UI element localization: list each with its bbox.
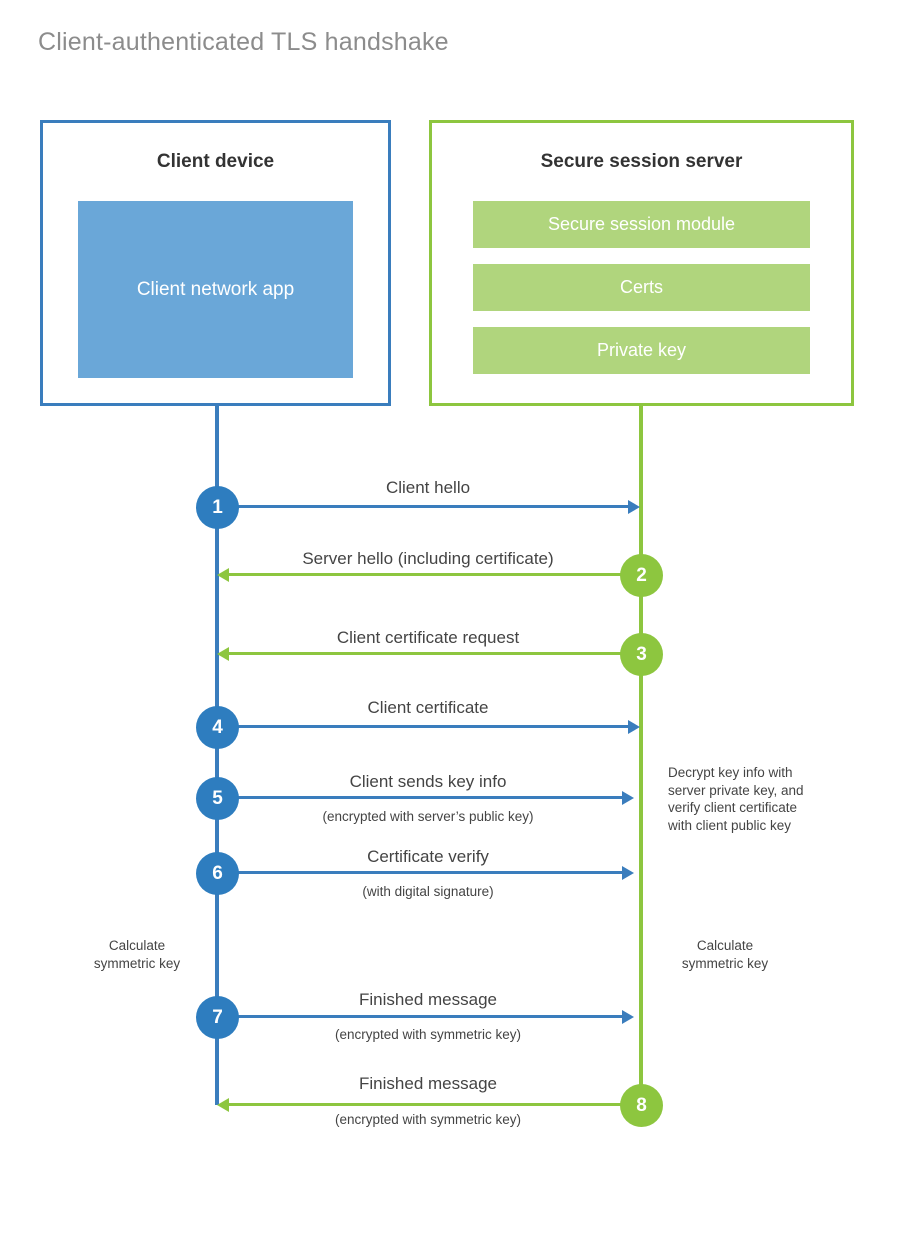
- client-network-app-block: Client network app: [78, 201, 353, 378]
- server-component-certs: Certs: [473, 264, 810, 311]
- step-8-marker[interactable]: 8: [620, 1084, 663, 1127]
- step-1-marker[interactable]: 1: [196, 486, 239, 529]
- step-5-label: Client sends key info: [349, 772, 507, 791]
- step-7-label: Finished message: [359, 990, 497, 1009]
- step-2-marker[interactable]: 2: [620, 554, 663, 597]
- step-4-arrow: [217, 719, 640, 734]
- step-1-arrow: [217, 499, 640, 514]
- step-6-sublabel: (with digital signature): [362, 884, 494, 899]
- step-2-arrow: [217, 567, 639, 582]
- client-device-title: Client device: [156, 151, 275, 172]
- step-2-label: Server hello (including certificate): [302, 549, 554, 568]
- step-4-marker[interactable]: 4: [196, 706, 239, 749]
- step-6-arrow: [217, 865, 634, 880]
- step-3-arrow: [217, 646, 639, 661]
- client-device-box: Client device Client network app: [40, 120, 391, 406]
- step-3-marker[interactable]: 3: [620, 633, 663, 676]
- server-component-secure-session-module: Secure session module: [473, 201, 810, 248]
- step-6-marker[interactable]: 6: [196, 852, 239, 895]
- step-5-sublabel: (encrypted with server’s public key): [322, 809, 534, 824]
- step-4-label: Client certificate: [367, 698, 489, 717]
- step-1-label: Client hello: [385, 478, 471, 497]
- step-8-sublabel: (encrypted with symmetric key): [334, 1112, 522, 1127]
- step-7-marker[interactable]: 7: [196, 996, 239, 1039]
- step-5-arrow: [217, 790, 634, 805]
- step-3-label: Client certificate request: [336, 628, 520, 647]
- secure-session-server-title: Secure session server: [540, 151, 743, 172]
- server-component-private-key: Private key: [473, 327, 810, 374]
- page-title: Client-authenticated TLS handshake: [38, 28, 449, 56]
- step-7-sublabel: (encrypted with symmetric key): [334, 1027, 522, 1042]
- client-lifeline: [215, 406, 219, 1105]
- step-6-label: Certificate verify: [367, 847, 489, 866]
- step-7-arrow: [217, 1009, 634, 1024]
- step-5-marker[interactable]: 5: [196, 777, 239, 820]
- server-lifeline: [639, 406, 643, 1105]
- secure-session-server-box: Secure session server Secure session mod…: [429, 120, 854, 406]
- step-8-label: Finished message: [359, 1074, 497, 1093]
- step-8-arrow: [217, 1097, 639, 1112]
- client-network-app-label: Client network app: [136, 279, 295, 300]
